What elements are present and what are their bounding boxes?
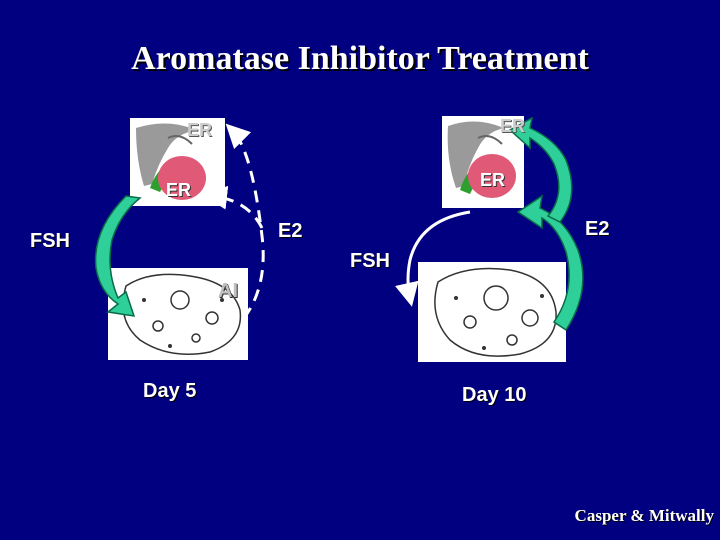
ai-label: AI bbox=[218, 280, 238, 302]
right-e2-arrows bbox=[508, 116, 584, 332]
left-ovary-icon bbox=[108, 268, 248, 360]
left-feedback-arrows bbox=[203, 123, 265, 319]
right-fsh-arrow bbox=[395, 210, 471, 307]
left-er-bottom-label: ER bbox=[166, 180, 192, 200]
left-e2-label: E2 bbox=[278, 220, 303, 242]
right-e2-label: E2 bbox=[585, 218, 610, 240]
left-fsh-arrow bbox=[94, 195, 142, 317]
right-fsh-label: FSH bbox=[350, 250, 390, 272]
left-day-label: Day 5 bbox=[143, 380, 197, 402]
right-er-bottom-label: ER bbox=[480, 170, 506, 190]
right-brain-pituitary-icon bbox=[442, 116, 524, 208]
left-brain-pituitary-icon bbox=[130, 118, 225, 206]
right-er-top-label: ER bbox=[500, 116, 526, 136]
slide-title: Aromatase Inhibitor Treatment bbox=[131, 40, 589, 77]
right-day-label: Day 10 bbox=[462, 384, 527, 406]
left-er-top-label: ER bbox=[187, 120, 213, 140]
left-fsh-label: FSH bbox=[30, 230, 70, 252]
credit-text: Casper & Mitwally bbox=[574, 506, 714, 525]
right-ovary-icon bbox=[418, 262, 566, 362]
